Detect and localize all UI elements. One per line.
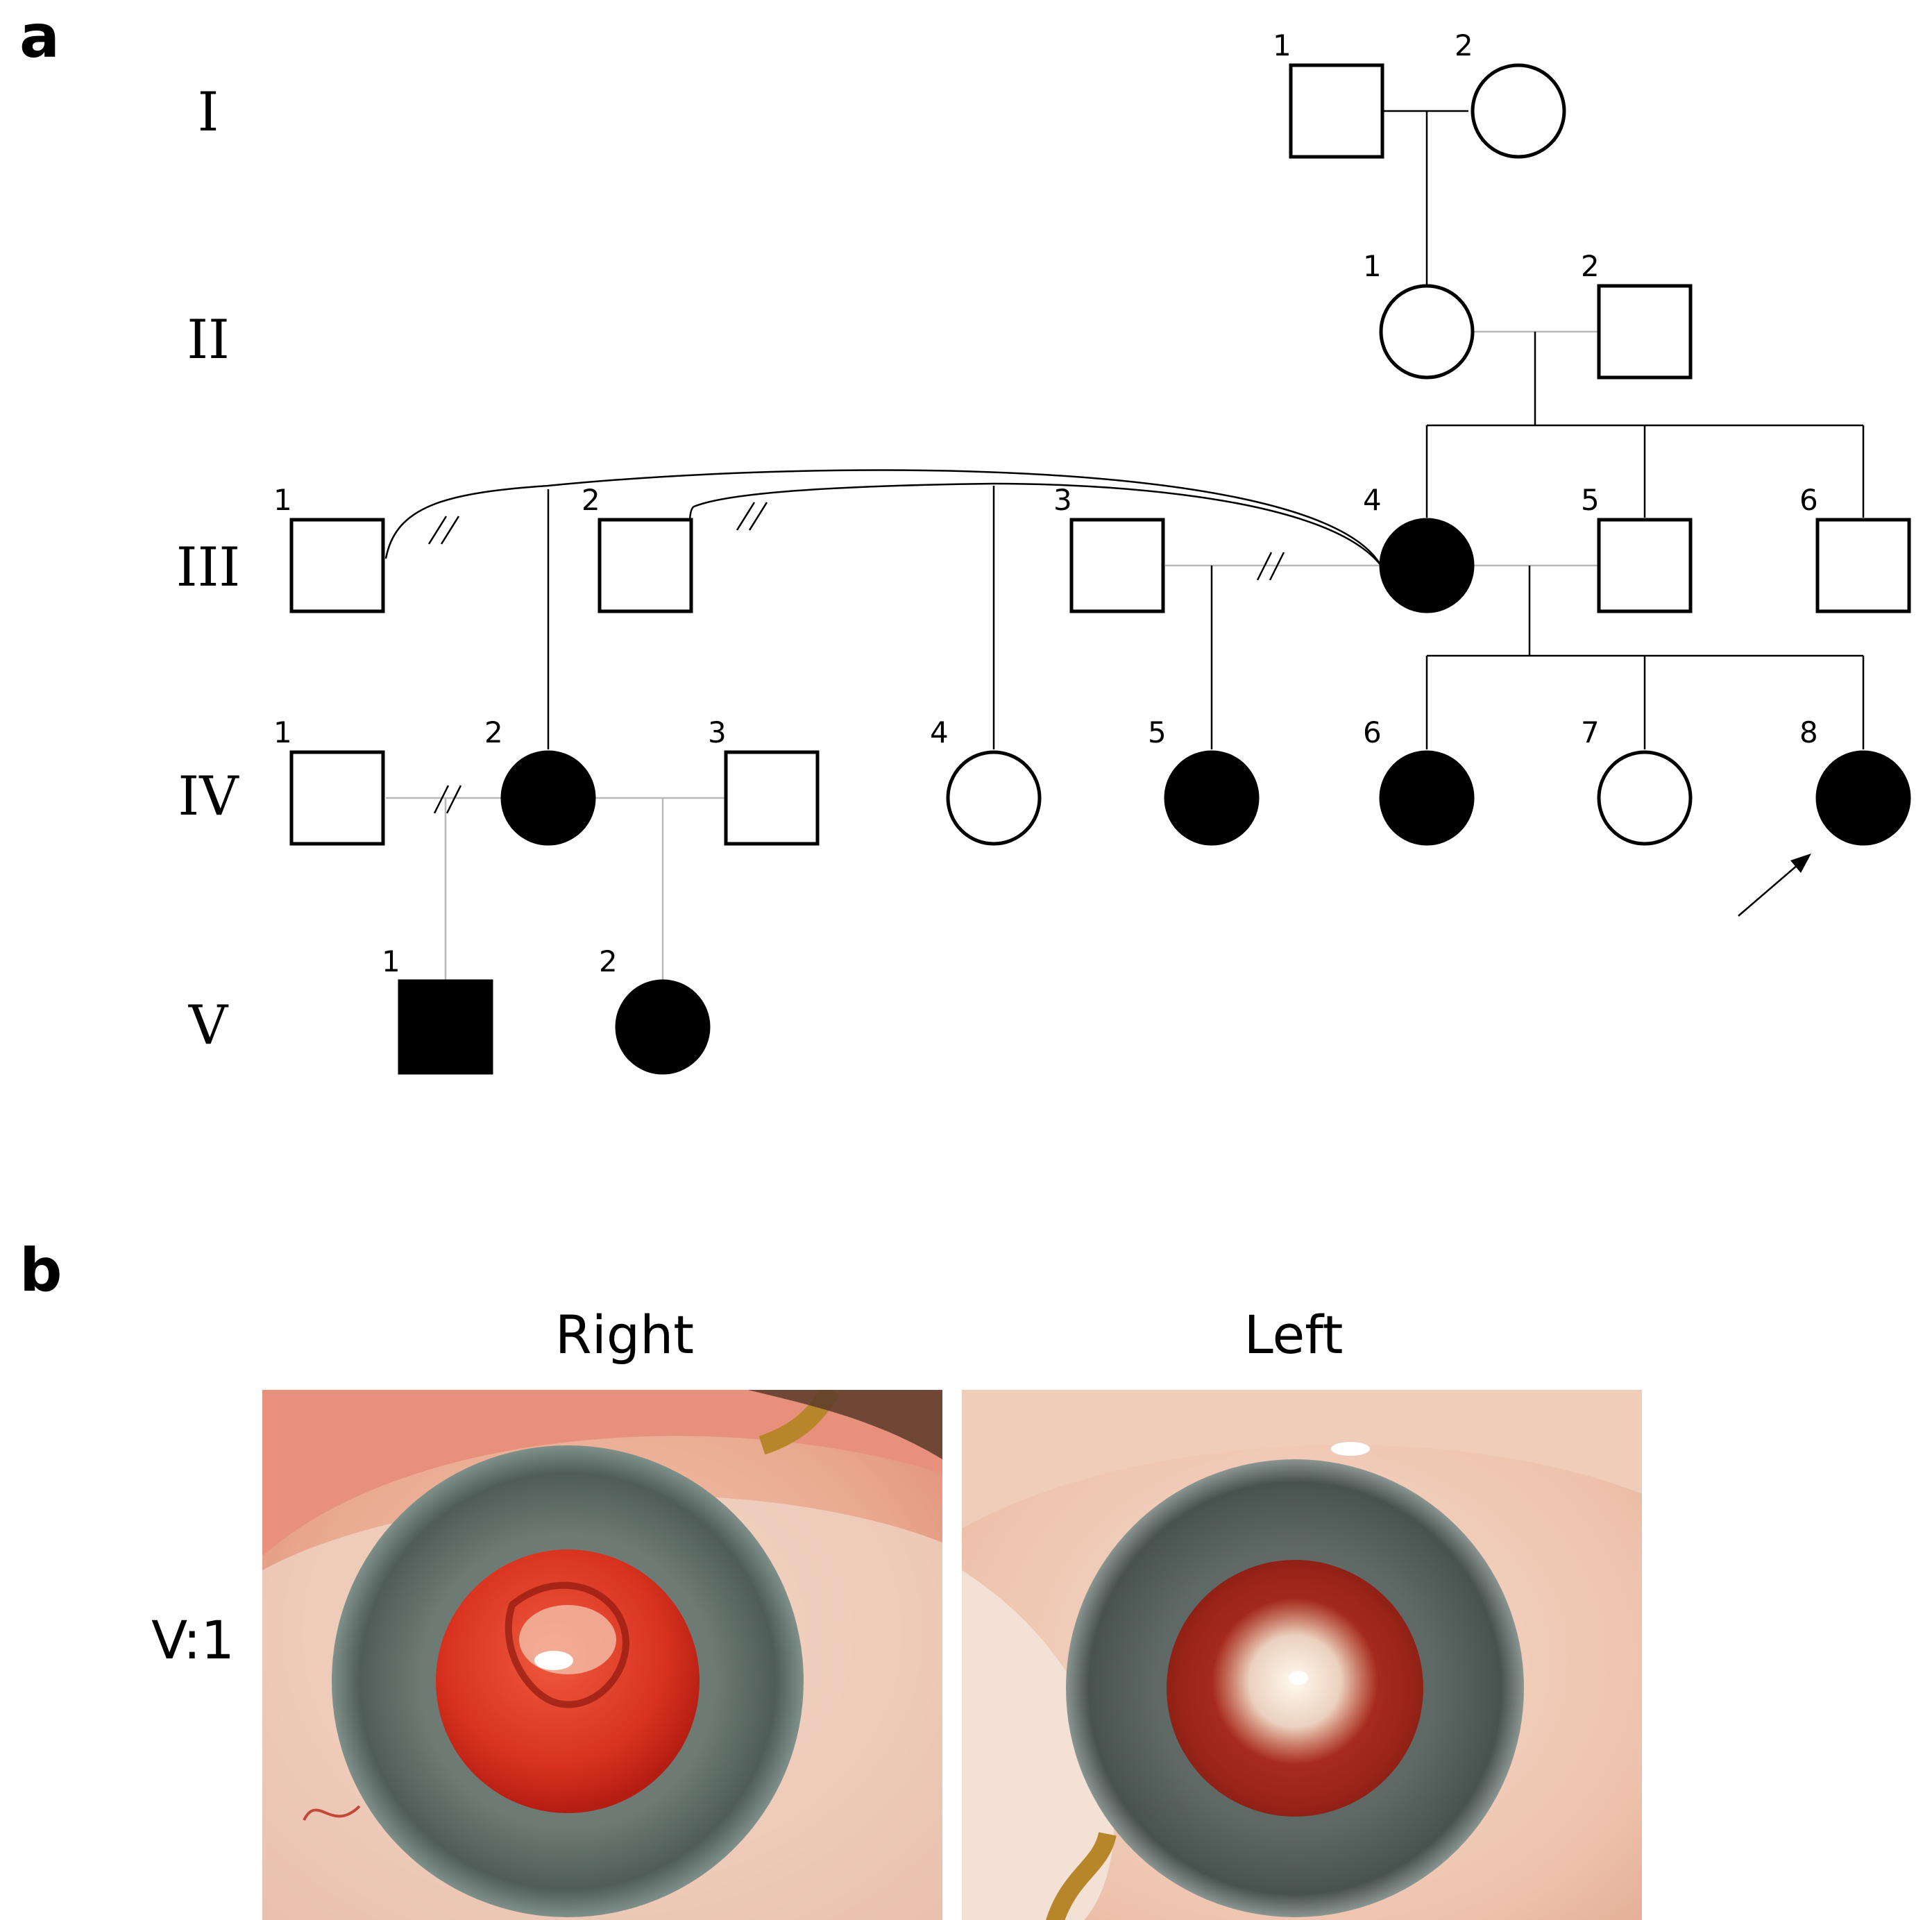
divorce-mark-4a [433,785,450,814]
individual-V-2-circle [615,979,711,1075]
individual-IV-5-circle [1164,750,1260,846]
photo-label-left: Left [1244,1304,1344,1366]
individual-number-V-2: 2 [599,944,618,978]
individual-number-III-6: 6 [1799,483,1818,517]
individual-III-1-square [289,518,385,613]
individual-number-IV-5: 5 [1148,715,1167,749]
individual-II-1-circle [1379,284,1475,380]
individual-II-2-square [1597,284,1693,380]
divorce-mark-1b [440,516,460,545]
individual-number-V-1: 1 [382,944,400,978]
individual-IV-1-square [289,750,385,846]
divorce-mark-3b [1269,552,1285,581]
individual-III-2-square [598,518,693,613]
individual-number-II-2: 2 [1581,249,1600,283]
individual-III-5-square [1597,518,1693,613]
individual-IV-7-circle [1597,750,1693,846]
generation-label-III: III [176,536,240,599]
individual-I-1-square [1289,63,1384,159]
proband-arrow-head [1790,853,1811,873]
pedigree-lines [384,110,1865,980]
subject-label: V:1 [151,1609,235,1671]
panel-label-a: a [19,2,60,71]
individual-number-III-1: 1 [273,483,292,517]
individual-number-IV-8: 8 [1799,715,1818,749]
mating-arc-III2-III4 [688,482,1382,566]
individual-number-III-3: 3 [1053,483,1072,517]
generation-label-IV: IV [178,765,239,828]
individual-III-4-circle [1379,518,1475,613]
individual-V-1-square [398,979,493,1075]
photo-label-right: Right [555,1304,694,1366]
individual-IV-8-circle [1815,750,1911,846]
generation-label-V: V [188,994,229,1057]
individual-number-IV-6: 6 [1363,715,1382,749]
divorce-mark-2a [736,502,756,531]
divorce-mark-3a [1256,552,1273,581]
individual-IV-3-square [724,750,820,846]
divorce-mark-1a [427,516,448,545]
individual-number-IV-1: 1 [273,715,292,749]
proband-arrow [1738,860,1804,917]
panel-label-b: b [19,1236,62,1305]
pupil-red-reflex [436,1549,700,1813]
individual-IV-4-circle [946,750,1042,846]
individual-number-III-4: 4 [1363,483,1382,517]
left-eye-photo [962,1390,1642,1920]
individual-number-I-2: 2 [1455,28,1473,62]
individual-IV-6-circle [1379,750,1475,846]
individual-number-IV-4: 4 [930,715,949,749]
upper-eyelid [962,1390,1642,1529]
individual-number-II-1: 1 [1363,249,1382,283]
mating-arc-III1-III4 [384,469,1382,566]
individual-number-III-2: 2 [582,483,600,517]
right-eye-photo [262,1390,942,1920]
individual-number-IV-7: 7 [1581,715,1600,749]
individual-number-IV-2: 2 [484,715,503,749]
generation-label-I: I [198,81,219,144]
pedigree-symbols: 1 2 1 2 1 2 3 4 5 6 1 2 3 4 5 6 7 8 1 2 [273,28,1911,1075]
individual-III-6-square [1815,518,1911,613]
speculum [1046,1831,1117,1920]
individual-number-I-1: 1 [1273,28,1291,62]
individual-I-2-circle [1471,63,1566,159]
individual-number-IV-3: 3 [708,715,727,749]
divorce-mark-2b [748,502,768,531]
generation-labels: I II III IV V [176,81,240,1057]
divorce-mark-4b [446,785,462,814]
generation-label-II: II [187,309,230,371]
individual-IV-2-circle [500,750,596,846]
individual-number-III-5: 5 [1581,483,1600,517]
individual-III-3-square [1069,518,1165,613]
